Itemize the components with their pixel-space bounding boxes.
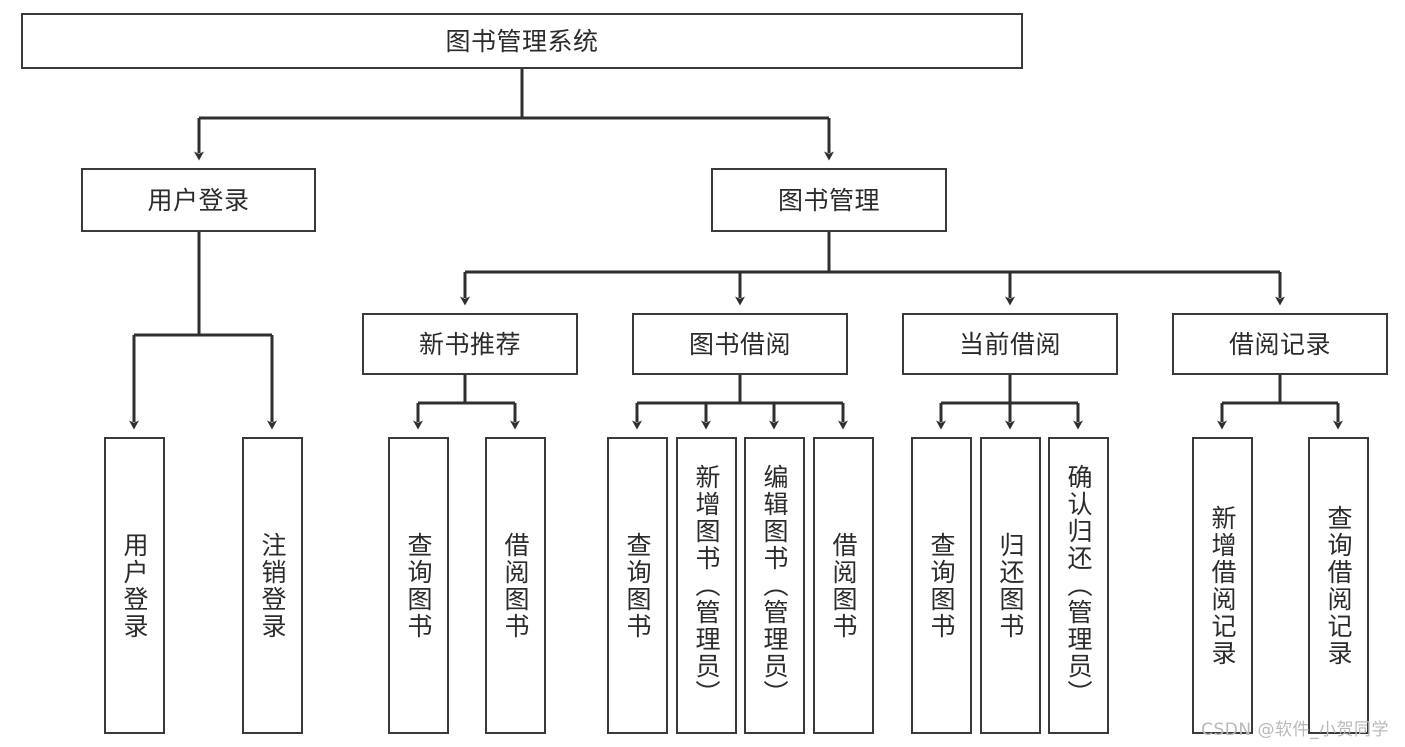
- node-label: 借阅图书: [829, 531, 858, 640]
- node-label: 编辑图书（管理员）: [760, 464, 789, 707]
- node-book-borrow[interactable]: 图书借阅: [632, 313, 848, 375]
- node-borrow-record[interactable]: 借阅记录: [1172, 313, 1388, 375]
- node-leaf-user-login[interactable]: 用户登录: [104, 437, 165, 734]
- csdn-watermark: CSDN @软件_小贺同学: [1201, 720, 1389, 740]
- node-leaf-query-borrow-record[interactable]: 查询借阅记录: [1308, 437, 1369, 734]
- node-label: 新增借阅记录: [1208, 504, 1237, 667]
- node-label: 借阅记录: [1228, 329, 1331, 359]
- node-leaf-borrow-book-recommend[interactable]: 借阅图书: [485, 437, 546, 734]
- node-label: 注销登录: [258, 531, 287, 640]
- node-label: 查询借阅记录: [1324, 504, 1353, 667]
- node-label: 查询图书: [927, 531, 956, 640]
- node-leaf-query-book-borrow[interactable]: 查询图书: [607, 437, 668, 734]
- node-label: 图书借阅: [688, 329, 791, 359]
- node-user-login[interactable]: 用户登录: [81, 168, 316, 232]
- node-label: 查询图书: [623, 531, 652, 640]
- node-leaf-return-book[interactable]: 归还图书: [980, 437, 1041, 734]
- node-leaf-confirm-return-admin[interactable]: 确认归还（管理员）: [1048, 437, 1109, 734]
- node-label: 查询图书: [404, 531, 433, 640]
- node-leaf-edit-book-admin[interactable]: 编辑图书（管理员）: [744, 437, 805, 734]
- node-label: 新书推荐: [418, 329, 521, 359]
- node-label: 新增图书（管理员）: [692, 464, 721, 707]
- node-label: 用户登录: [147, 185, 250, 215]
- node-label: 确认归还（管理员）: [1064, 464, 1093, 707]
- node-label: 图书管理系统: [445, 26, 599, 56]
- node-label: 当前借阅: [958, 329, 1061, 359]
- node-label: 用户登录: [120, 531, 149, 640]
- node-current-borrow[interactable]: 当前借阅: [902, 313, 1118, 375]
- node-new-book-recommendation[interactable]: 新书推荐: [362, 313, 578, 375]
- node-label: 图书管理: [777, 185, 880, 215]
- node-leaf-add-book-admin[interactable]: 新增图书（管理员）: [676, 437, 737, 734]
- node-root-book-management-system[interactable]: 图书管理系统: [21, 13, 1023, 69]
- node-leaf-query-book-current[interactable]: 查询图书: [911, 437, 972, 734]
- node-book-management[interactable]: 图书管理: [711, 168, 947, 232]
- node-leaf-query-book-recommend[interactable]: 查询图书: [388, 437, 449, 734]
- node-leaf-borrow-book[interactable]: 借阅图书: [813, 437, 874, 734]
- node-label: 归还图书: [996, 531, 1025, 640]
- node-leaf-add-borrow-record[interactable]: 新增借阅记录: [1192, 437, 1253, 734]
- node-label: 借阅图书: [501, 531, 530, 640]
- node-leaf-logout-login[interactable]: 注销登录: [242, 437, 303, 734]
